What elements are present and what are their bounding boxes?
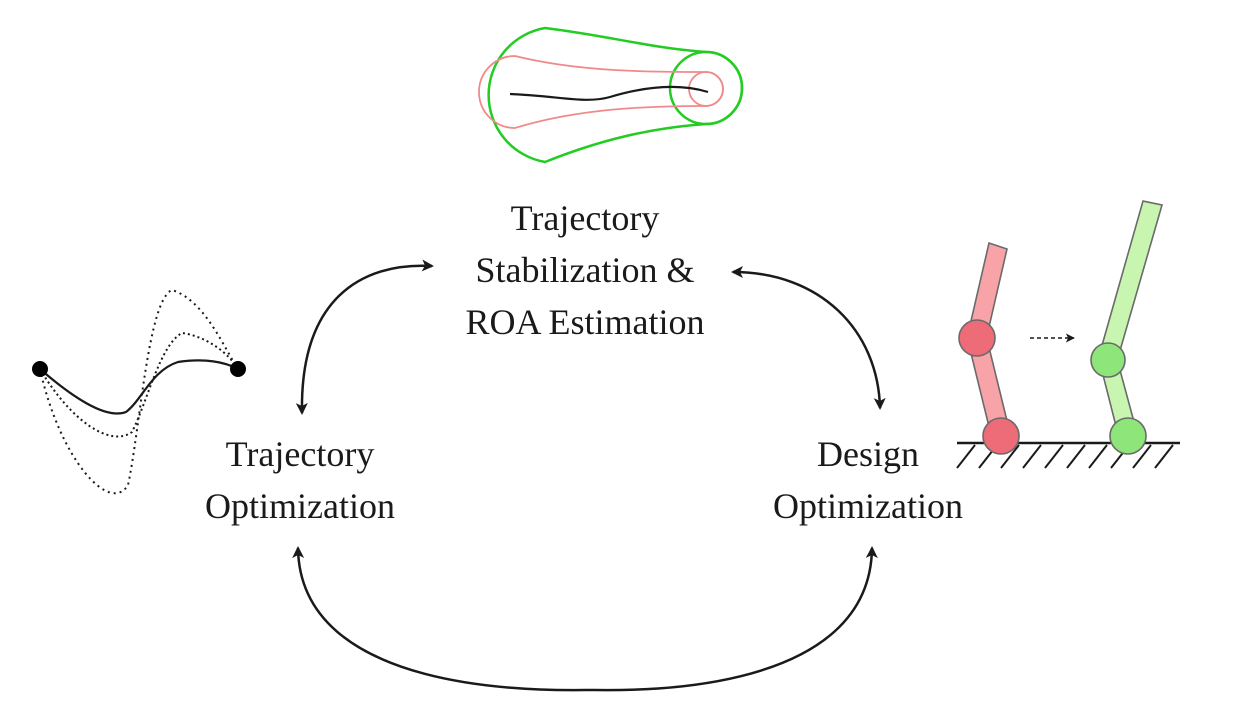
node-label-line: Stabilization & bbox=[475, 250, 695, 290]
roa-funnel-icon bbox=[478, 26, 744, 164]
node-label-line: Optimization bbox=[773, 486, 963, 526]
arrow-trajopt-design bbox=[292, 546, 878, 692]
arrow-stabilization-design bbox=[731, 266, 886, 410]
node-label-line: Design bbox=[817, 434, 919, 474]
node-label-line: ROA Estimation bbox=[465, 302, 705, 342]
node-label-line: Trajectory bbox=[510, 198, 660, 238]
trajectory-curves-icon bbox=[32, 288, 246, 495]
leg-design-icon bbox=[956, 200, 1180, 469]
node-label-line: Optimization bbox=[205, 486, 395, 526]
node-stabilization-roa: Trajectory Stabilization & ROA Estimatio… bbox=[430, 192, 740, 348]
node-design-optimization: Design Optimization bbox=[738, 428, 998, 532]
arrow-stabilization-trajopt bbox=[295, 259, 434, 415]
node-label-line: Trajectory bbox=[225, 434, 375, 474]
node-trajectory-optimization: Trajectory Optimization bbox=[170, 428, 430, 532]
